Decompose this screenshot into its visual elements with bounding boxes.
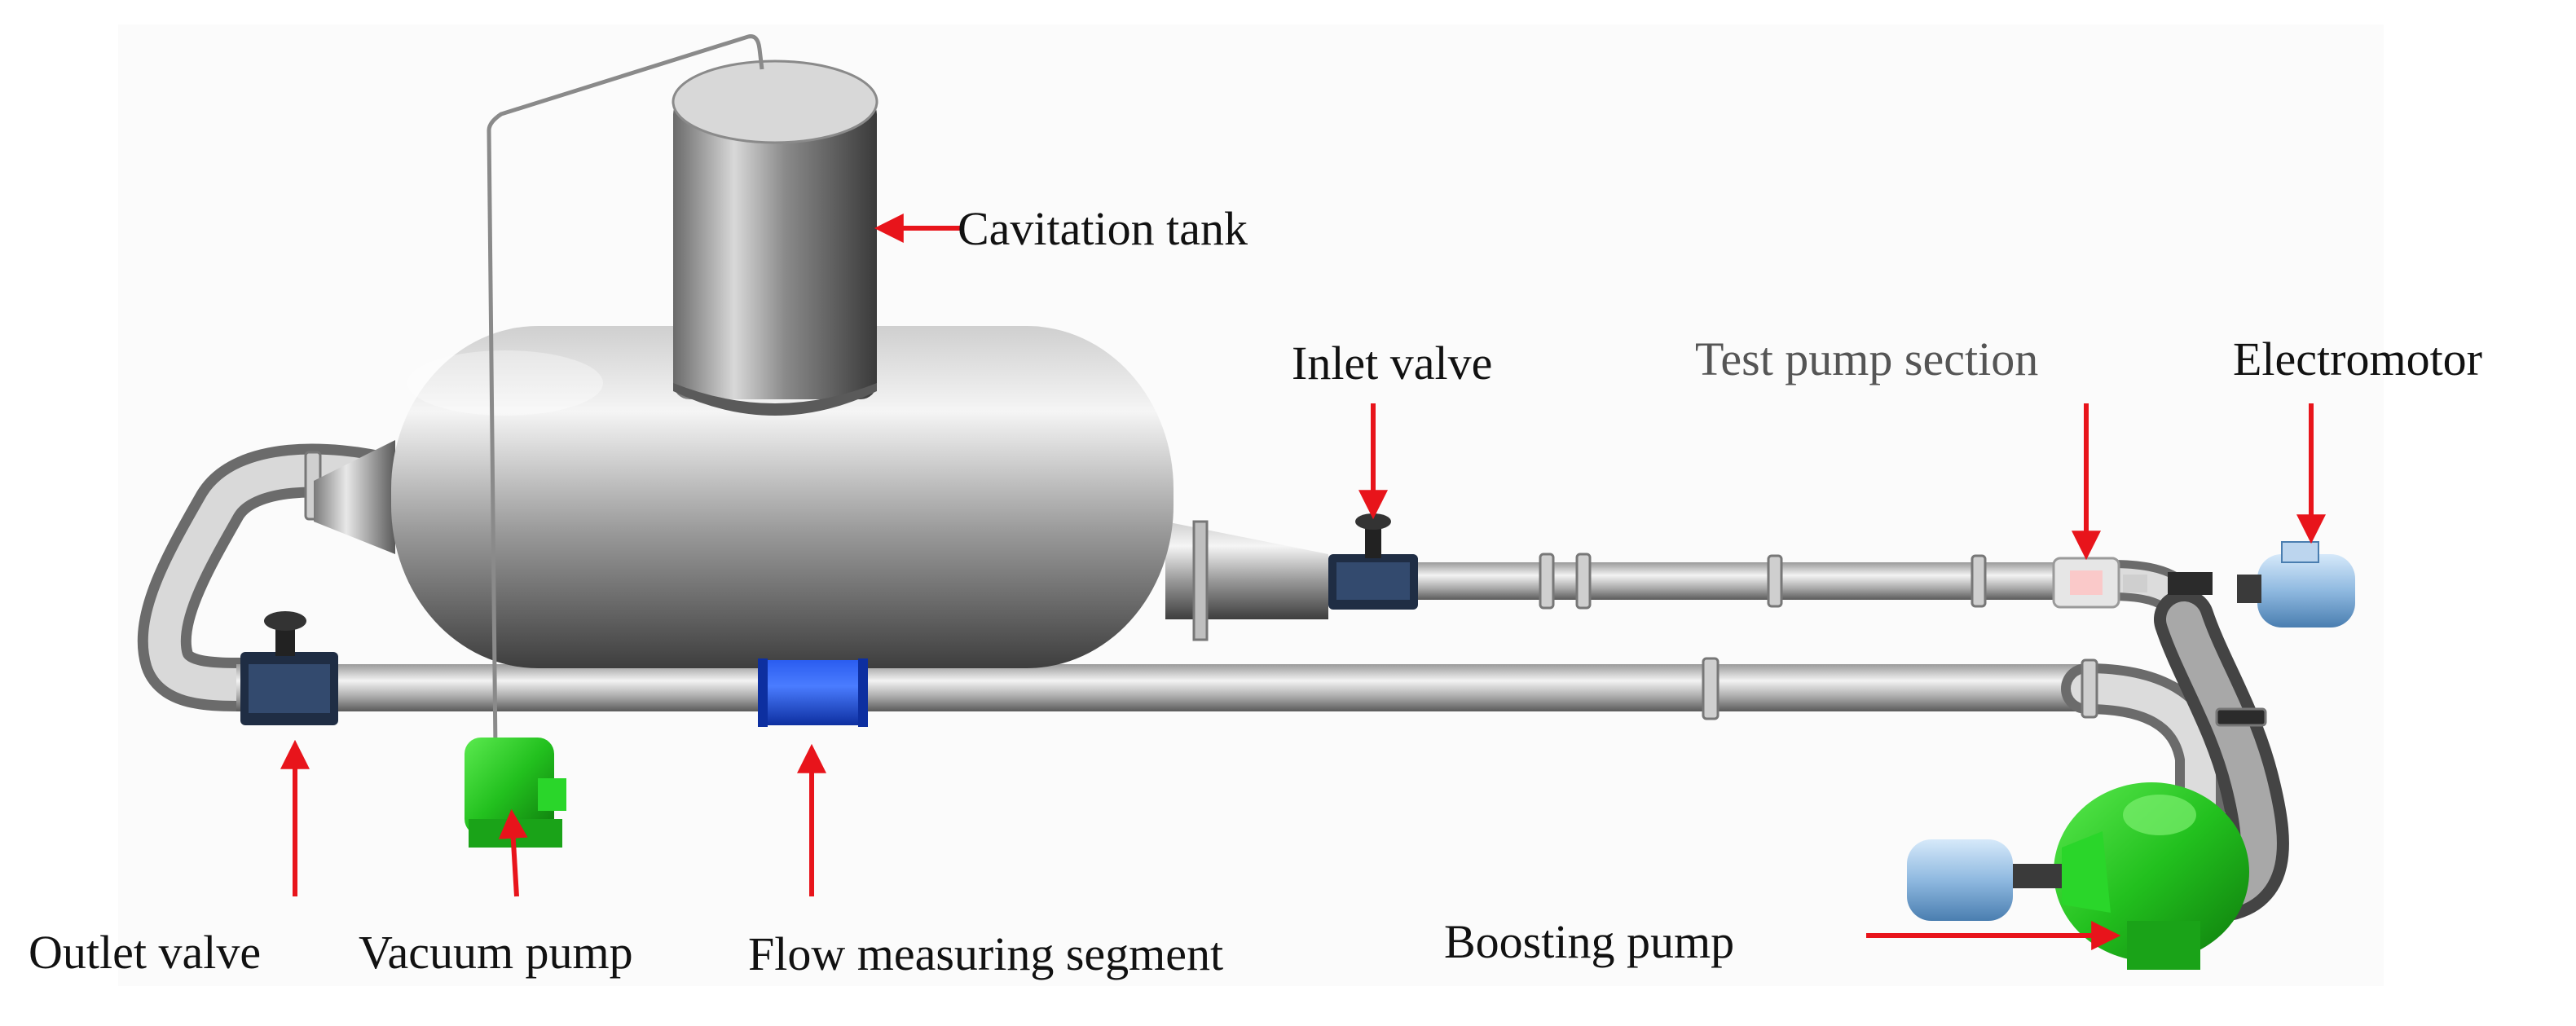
cavitation-tank — [672, 59, 878, 416]
label-electromotor: Electromotor — [2233, 332, 2482, 385]
outlet-valve — [240, 611, 338, 725]
label-flow-measuring-segment: Flow measuring segment — [748, 927, 1223, 980]
test-pump-section — [2052, 557, 2213, 609]
callout-arrows — [280, 214, 2326, 950]
label-test-pump-section: Test pump section — [1695, 332, 2038, 385]
boosting-motor — [1907, 839, 2062, 921]
main-tank — [314, 326, 1328, 668]
vacuum-line — [487, 34, 764, 751]
label-cavitation-tank: Cavitation tank — [958, 202, 1248, 255]
vacuum-pump — [465, 738, 566, 848]
flow-measuring-segment — [758, 658, 868, 727]
label-outlet-valve: Outlet valve — [29, 926, 261, 979]
boosting-pump — [2054, 782, 2249, 970]
electromotor — [2237, 541, 2355, 627]
label-vacuum-pump: Vacuum pump — [359, 926, 633, 979]
pipe-flanges — [304, 451, 2267, 727]
arrow-vacuum-pump — [498, 808, 528, 897]
label-boosting-pump: Boosting pump — [1444, 915, 1734, 968]
label-inlet-valve: Inlet valve — [1292, 337, 1492, 390]
